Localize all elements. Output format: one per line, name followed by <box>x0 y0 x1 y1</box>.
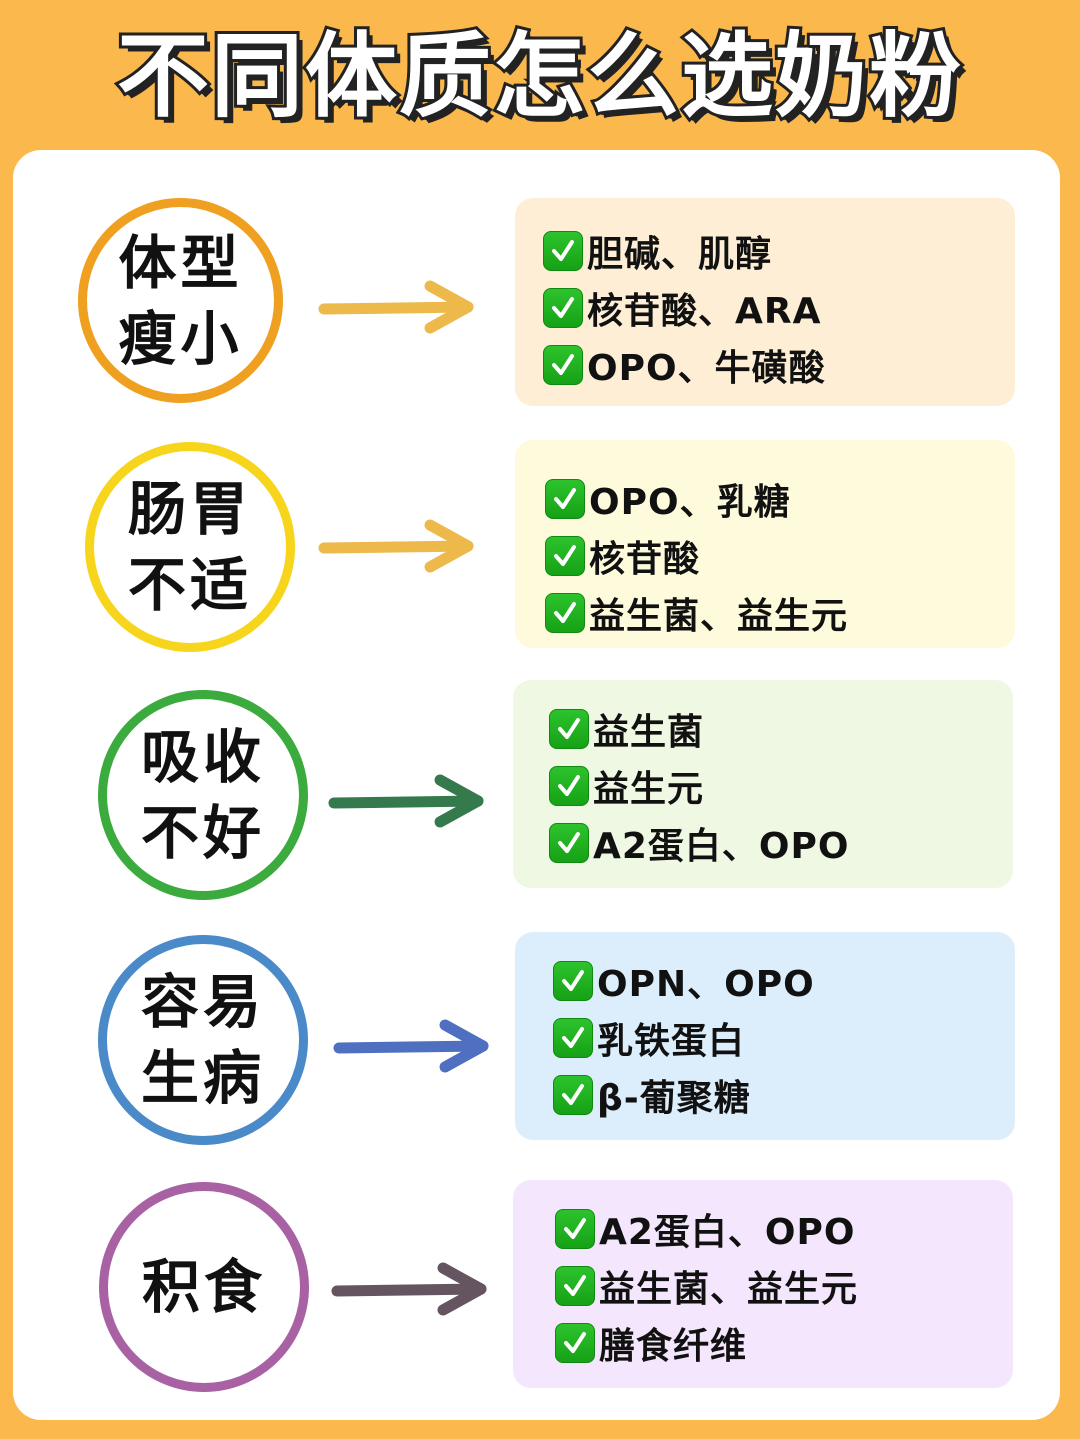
constitution-label: 积食 <box>134 1249 274 1325</box>
ingredient-item: β-葡聚糖 <box>553 1066 1015 1123</box>
ingredient-box: A2蛋白、OPO 益生菌、益生元 膳食纤维 <box>513 1180 1013 1388</box>
ingredient-box: 益生菌益生元 A2蛋白、OPO <box>513 680 1013 888</box>
ingredient-text: 胆碱、肌醇 <box>587 233 773 275</box>
ingredient-item: 乳铁蛋白 <box>553 1009 1015 1066</box>
check-mark-button-icon <box>553 1074 593 1115</box>
ingredient-item: 益生元 <box>549 757 1013 814</box>
check-mark-button-icon <box>555 1322 595 1363</box>
ingredient-item: 核苷酸 <box>545 527 1015 584</box>
check-mark-button-icon <box>545 478 585 519</box>
ingredient-item: 胆碱、肌醇 <box>543 222 1015 279</box>
constitution-row: 积食 A2蛋白、OPO 益生菌、益生元 膳食纤维 <box>13 1180 1060 1412</box>
constitution-label-line1: 吸收 <box>140 723 265 791</box>
ingredient-item: 膳食纤维 <box>555 1314 1013 1371</box>
check-mark-button-icon <box>545 535 585 576</box>
constitution-row: 吸收不好 益生菌益生元 A2蛋白、OPO <box>13 680 1060 920</box>
ingredient-text: 乳铁蛋白 <box>597 1020 746 1062</box>
check-mark-button-icon <box>543 287 583 328</box>
ingredient-box: 胆碱、肌醇核苷酸、ARA OPO、牛磺酸 <box>515 198 1015 406</box>
check-mark-button-icon <box>545 592 585 633</box>
check-mark-button-icon <box>549 708 589 749</box>
ingredient-text: 益生菌 <box>593 711 705 753</box>
constitution-label-line1: 体型 <box>118 228 243 297</box>
ingredient-text: OPO、乳糖 <box>589 481 791 523</box>
constitution-row: 容易生病 OPN、OPO 乳铁蛋白 β-葡聚糖 <box>13 932 1060 1165</box>
ingredient-text: 益生菌、益生元 <box>599 1268 859 1310</box>
ingredient-item: 核苷酸、ARA <box>543 279 1015 336</box>
right-arrow-icon <box>333 1017 493 1077</box>
ingredient-text: 益生元 <box>593 768 705 810</box>
constitution-circle: 容易生病 <box>98 935 308 1145</box>
constitution-label-line2: 瘦小 <box>118 304 243 373</box>
check-mark-button-icon <box>553 960 593 1001</box>
ingredient-item: 益生菌 <box>549 700 1013 757</box>
constitution-label: 体型瘦小 <box>111 225 251 377</box>
ingredient-text: OPO、牛磺酸 <box>587 347 826 389</box>
constitution-circle: 体型瘦小 <box>78 198 283 403</box>
ingredient-text: 核苷酸、ARA <box>587 290 822 332</box>
ingredient-text: A2蛋白、OPO <box>593 825 850 867</box>
ingredient-item: OPN、OPO <box>553 952 1015 1009</box>
check-mark-button-icon <box>543 230 583 271</box>
check-mark-button-icon <box>555 1265 595 1306</box>
ingredient-text: β-葡聚糖 <box>597 1077 751 1119</box>
constitution-label: 肠胃不适 <box>120 471 260 623</box>
right-arrow-icon <box>318 517 478 577</box>
constitution-label-line2: 生病 <box>140 1044 265 1112</box>
ingredient-item: A2蛋白、OPO <box>555 1200 1013 1257</box>
constitution-label-line2: 不适 <box>127 551 252 619</box>
constitution-label: 吸收不好 <box>133 719 273 871</box>
ingredient-text: 核苷酸 <box>589 538 701 580</box>
ingredient-box: OPN、OPO 乳铁蛋白 β-葡聚糖 <box>515 932 1015 1140</box>
check-mark-button-icon <box>549 765 589 806</box>
page-title: 不同体质怎么选奶粉 <box>114 20 964 133</box>
ingredient-item: 益生菌、益生元 <box>555 1257 1013 1314</box>
check-mark-button-icon <box>543 344 583 385</box>
constitution-row: 肠胃不适 OPO、乳糖核苷酸益生菌、益生元 <box>13 440 1060 672</box>
constitution-label-line1: 积食 <box>141 1253 266 1321</box>
constitution-label-line1: 容易 <box>140 968 265 1036</box>
constitution-label: 容易生病 <box>133 964 273 1116</box>
ingredient-item: 益生菌、益生元 <box>545 584 1015 641</box>
check-mark-button-icon <box>549 822 589 863</box>
constitution-circle: 吸收不好 <box>98 690 308 900</box>
ingredient-text: A2蛋白、OPO <box>599 1211 856 1253</box>
content-card: 体型瘦小 胆碱、肌醇核苷酸、ARA OPO、牛磺酸肠胃不适 OPO、乳糖核苷酸益生菌、… <box>13 150 1060 1420</box>
right-arrow-icon <box>318 278 478 338</box>
constitution-circle: 积食 <box>99 1182 309 1392</box>
constitution-row: 体型瘦小 胆碱、肌醇核苷酸、ARA OPO、牛磺酸 <box>13 198 1060 428</box>
ingredient-box: OPO、乳糖核苷酸益生菌、益生元 <box>515 440 1015 648</box>
ingredient-text: 膳食纤维 <box>599 1325 748 1367</box>
constitution-label-line2: 不好 <box>140 799 265 867</box>
constitution-circle: 肠胃不适 <box>85 442 295 652</box>
ingredient-item: A2蛋白、OPO <box>549 814 1013 871</box>
check-mark-button-icon <box>555 1208 595 1249</box>
ingredient-text: OPN、OPO <box>597 963 815 1005</box>
right-arrow-icon <box>328 772 488 832</box>
ingredient-text: 益生菌、益生元 <box>589 595 849 637</box>
constitution-label-line1: 肠胃 <box>127 475 252 543</box>
ingredient-item: OPO、牛磺酸 <box>543 336 1015 393</box>
ingredient-item: OPO、乳糖 <box>545 470 1015 527</box>
check-mark-button-icon <box>553 1017 593 1058</box>
right-arrow-icon <box>331 1260 491 1320</box>
